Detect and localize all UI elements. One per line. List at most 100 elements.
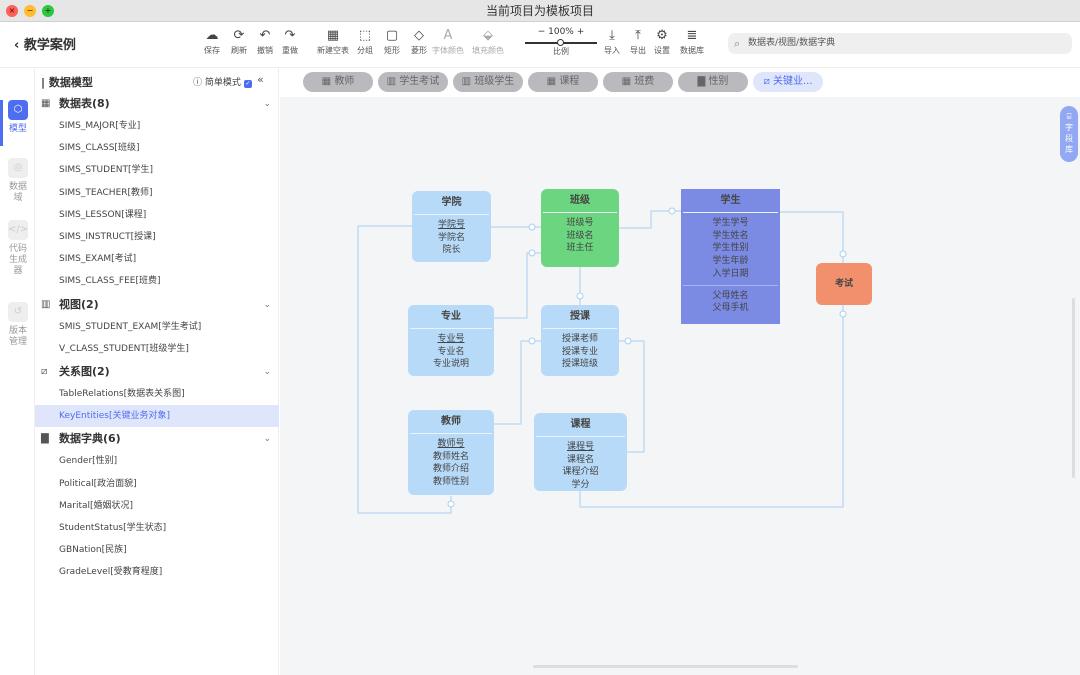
- tab-icon: ▇: [697, 76, 706, 87]
- checkbox-icon[interactable]: ✓: [243, 80, 252, 88]
- tab-4[interactable]: ▦ 班费: [603, 72, 673, 92]
- sidebar-item[interactable]: GradeLevel[受教育程度]: [59, 567, 163, 578]
- toolbar-button-2[interactable]: ↶撤销: [252, 28, 278, 56]
- diagram-canvas[interactable]: ▦ 教师▥ 学生考试▥ 班级学生▦ 课程▦ 班费▇ 性别⧄ 关键业... 学院学…: [280, 68, 1080, 675]
- toolbar-button-9[interactable]: ⬙填充颜色: [470, 28, 506, 56]
- zoom-label: 比例: [553, 47, 569, 56]
- sidebar-item[interactable]: Political[政治面貌]: [59, 478, 137, 489]
- group-label: 数据表(8): [59, 97, 110, 110]
- sidebar: | 数据模型 ⓘ 简单模式✓ « ▦数据表(8)⌄SIMS_MAJOR[专业]S…: [35, 68, 279, 675]
- zoom-control[interactable]: − 100% + 比例: [523, 27, 599, 57]
- zoom-slider[interactable]: [525, 39, 597, 46]
- sidebar-group[interactable]: ▦数据表(8)⌄: [35, 93, 279, 115]
- entity-xueyuan[interactable]: 学院学院号学院名院长: [412, 191, 491, 262]
- sidebar-item[interactable]: Gender[性别]: [59, 456, 118, 467]
- sidebar-item[interactable]: StudentStatus[学生状态]: [59, 523, 167, 533]
- toolbar-button-5[interactable]: ⬚分组: [352, 28, 378, 56]
- entity-field: 父母手机: [712, 303, 749, 314]
- entity-fields: 专业号专业名专业说明: [408, 329, 494, 371]
- chevron-down-icon[interactable]: ⌄: [263, 299, 271, 310]
- entity-kaoshi[interactable]: 考试: [816, 263, 872, 305]
- entity-field: 授课老师: [561, 334, 598, 344]
- tab-label: 教师: [334, 76, 355, 87]
- tab-5[interactable]: ▇ 性别: [678, 72, 748, 92]
- entity-field: 学生学号: [712, 218, 749, 228]
- zoom-in-button[interactable]: +: [576, 27, 585, 37]
- maximize-window-button[interactable]: +: [42, 5, 54, 17]
- entity-field: 父母姓名: [712, 290, 749, 301]
- tab-1[interactable]: ▥ 学生考试: [378, 72, 448, 92]
- toolbar-button-10[interactable]: ⤓导入: [601, 28, 623, 56]
- sidebar-item[interactable]: SIMS_CLASS[班级]: [59, 143, 140, 154]
- sidebar-item[interactable]: SIMS_CLASS_FEE[班费]: [59, 276, 161, 287]
- sidebar-item[interactable]: SIMS_EXAM[考试]: [59, 254, 137, 265]
- sidebar-item[interactable]: TableRelations[数据表关系图]: [59, 389, 185, 399]
- sidebar-item[interactable]: Marital[婚姻状况]: [59, 500, 134, 511]
- sidebar-item[interactable]: SIMS_TEACHER[教师]: [59, 187, 153, 198]
- toolbar-label: 设置: [654, 46, 670, 55]
- entity-title: 学院: [414, 191, 489, 215]
- rail-item-1[interactable]: ◎数据域: [8, 158, 28, 204]
- chevron-down-icon[interactable]: ⌄: [263, 99, 271, 109]
- entity-xuesheng[interactable]: 学生学生学号学生姓名学生性别学生年龄入学日期父母姓名父母手机: [681, 189, 780, 324]
- vertical-scrollbar[interactable]: [1072, 298, 1075, 478]
- field-library-button[interactable]: ⌸字段库: [1060, 106, 1078, 162]
- entity-banji[interactable]: 班级班级号班级名班主任: [541, 189, 619, 267]
- toolbar-button-13[interactable]: ≣数据库: [677, 28, 707, 56]
- sidebar-item[interactable]: SIMS_STUDENT[学生]: [59, 165, 154, 176]
- simple-mode-toggle[interactable]: ⓘ 简单模式✓: [193, 78, 252, 88]
- minimize-window-button[interactable]: −: [24, 5, 36, 17]
- sidebar-item[interactable]: SIMS_LESSON[课程]: [59, 209, 147, 220]
- sidebar-group[interactable]: ⧄关系图(2)⌄: [35, 361, 279, 383]
- entity-kecheng[interactable]: 课程课程号课程名课程介绍学分: [534, 413, 627, 491]
- toolbar-button-7[interactable]: ◇菱形: [406, 28, 432, 56]
- entity-field: 授课专业: [561, 346, 598, 357]
- tab-2[interactable]: ▥ 班级学生: [453, 72, 523, 92]
- zoom-out-button[interactable]: −: [537, 27, 546, 37]
- tab-3[interactable]: ▦ 课程: [528, 72, 598, 92]
- close-window-button[interactable]: ×: [6, 5, 18, 17]
- toolbar-icon: ⚙: [656, 28, 668, 43]
- toolbar-button-4[interactable]: ▦新建空表: [316, 28, 350, 56]
- link-banji-xuesheng: [619, 210, 681, 229]
- back-button[interactable]: ‹ 教学案例: [14, 38, 76, 53]
- entity-zhuanye[interactable]: 专业专业号专业名专业说明: [408, 305, 494, 376]
- search-input[interactable]: ⌕数据表/视图/数据字典: [728, 33, 1072, 54]
- entity-shouke[interactable]: 授课授课老师授课专业授课班级: [541, 305, 619, 376]
- horizontal-scrollbar[interactable]: [533, 665, 798, 668]
- toolbar-button-11[interactable]: ⤒导出: [627, 28, 649, 56]
- toolbar-label: 新建空表: [317, 46, 349, 55]
- rail-item-2[interactable]: </>代码生成器: [8, 220, 28, 277]
- entity-field: 授课班级: [561, 359, 598, 370]
- tab-label: 课程: [559, 76, 580, 87]
- sidebar-group[interactable]: ▇数据字典(6)⌄: [35, 428, 279, 450]
- collapse-sidebar-button[interactable]: «: [257, 73, 264, 86]
- rail-item-3[interactable]: ↺版本管理: [8, 302, 28, 348]
- tab-icon: ▦: [321, 76, 332, 87]
- toolbar-button-3[interactable]: ↷重做: [277, 28, 303, 56]
- entity-field: 课程名: [566, 454, 594, 465]
- chevron-down-icon[interactable]: ⌄: [263, 367, 271, 377]
- toolbar-button-1[interactable]: ⟳刷新: [226, 28, 252, 56]
- tab-6[interactable]: ⧄ 关键业...: [753, 72, 823, 92]
- tab-icon: ▦: [621, 76, 632, 87]
- rail-item-0[interactable]: ⬡模型: [8, 100, 28, 135]
- sidebar-item[interactable]: GBNation[民族]: [59, 545, 127, 556]
- sidebar-item[interactable]: SIMS_INSTRUCT[授课]: [59, 232, 156, 242]
- toolbar-label: 重做: [282, 46, 298, 55]
- chevron-down-icon[interactable]: ⌄: [263, 434, 271, 445]
- entity-fields: 授课老师授课专业授课班级: [541, 329, 619, 371]
- entity-title: 教师: [410, 410, 492, 434]
- toolbar-button-12[interactable]: ⚙ 设置: [651, 28, 673, 56]
- sidebar-item[interactable]: V_CLASS_STUDENT[班级学生]: [59, 343, 189, 354]
- entity-jiaoshi[interactable]: 教师教师号教师姓名教师介绍教师性别: [408, 410, 494, 495]
- tab-icon: ▥: [461, 76, 472, 87]
- toolbar-button-6[interactable]: ▢矩形: [379, 28, 405, 56]
- toolbar-button-0[interactable]: ☁保存: [197, 28, 227, 56]
- sidebar-item[interactable]: KeyEntities[关键业务对象]: [35, 405, 279, 428]
- sidebar-item[interactable]: SIMS_MAJOR[专业]: [59, 121, 141, 131]
- tab-0[interactable]: ▦ 教师: [303, 72, 373, 92]
- sidebar-group[interactable]: ▥视图(2)⌄: [35, 294, 279, 316]
- sidebar-item[interactable]: SMIS_STUDENT_EXAM[学生考试]: [59, 321, 202, 332]
